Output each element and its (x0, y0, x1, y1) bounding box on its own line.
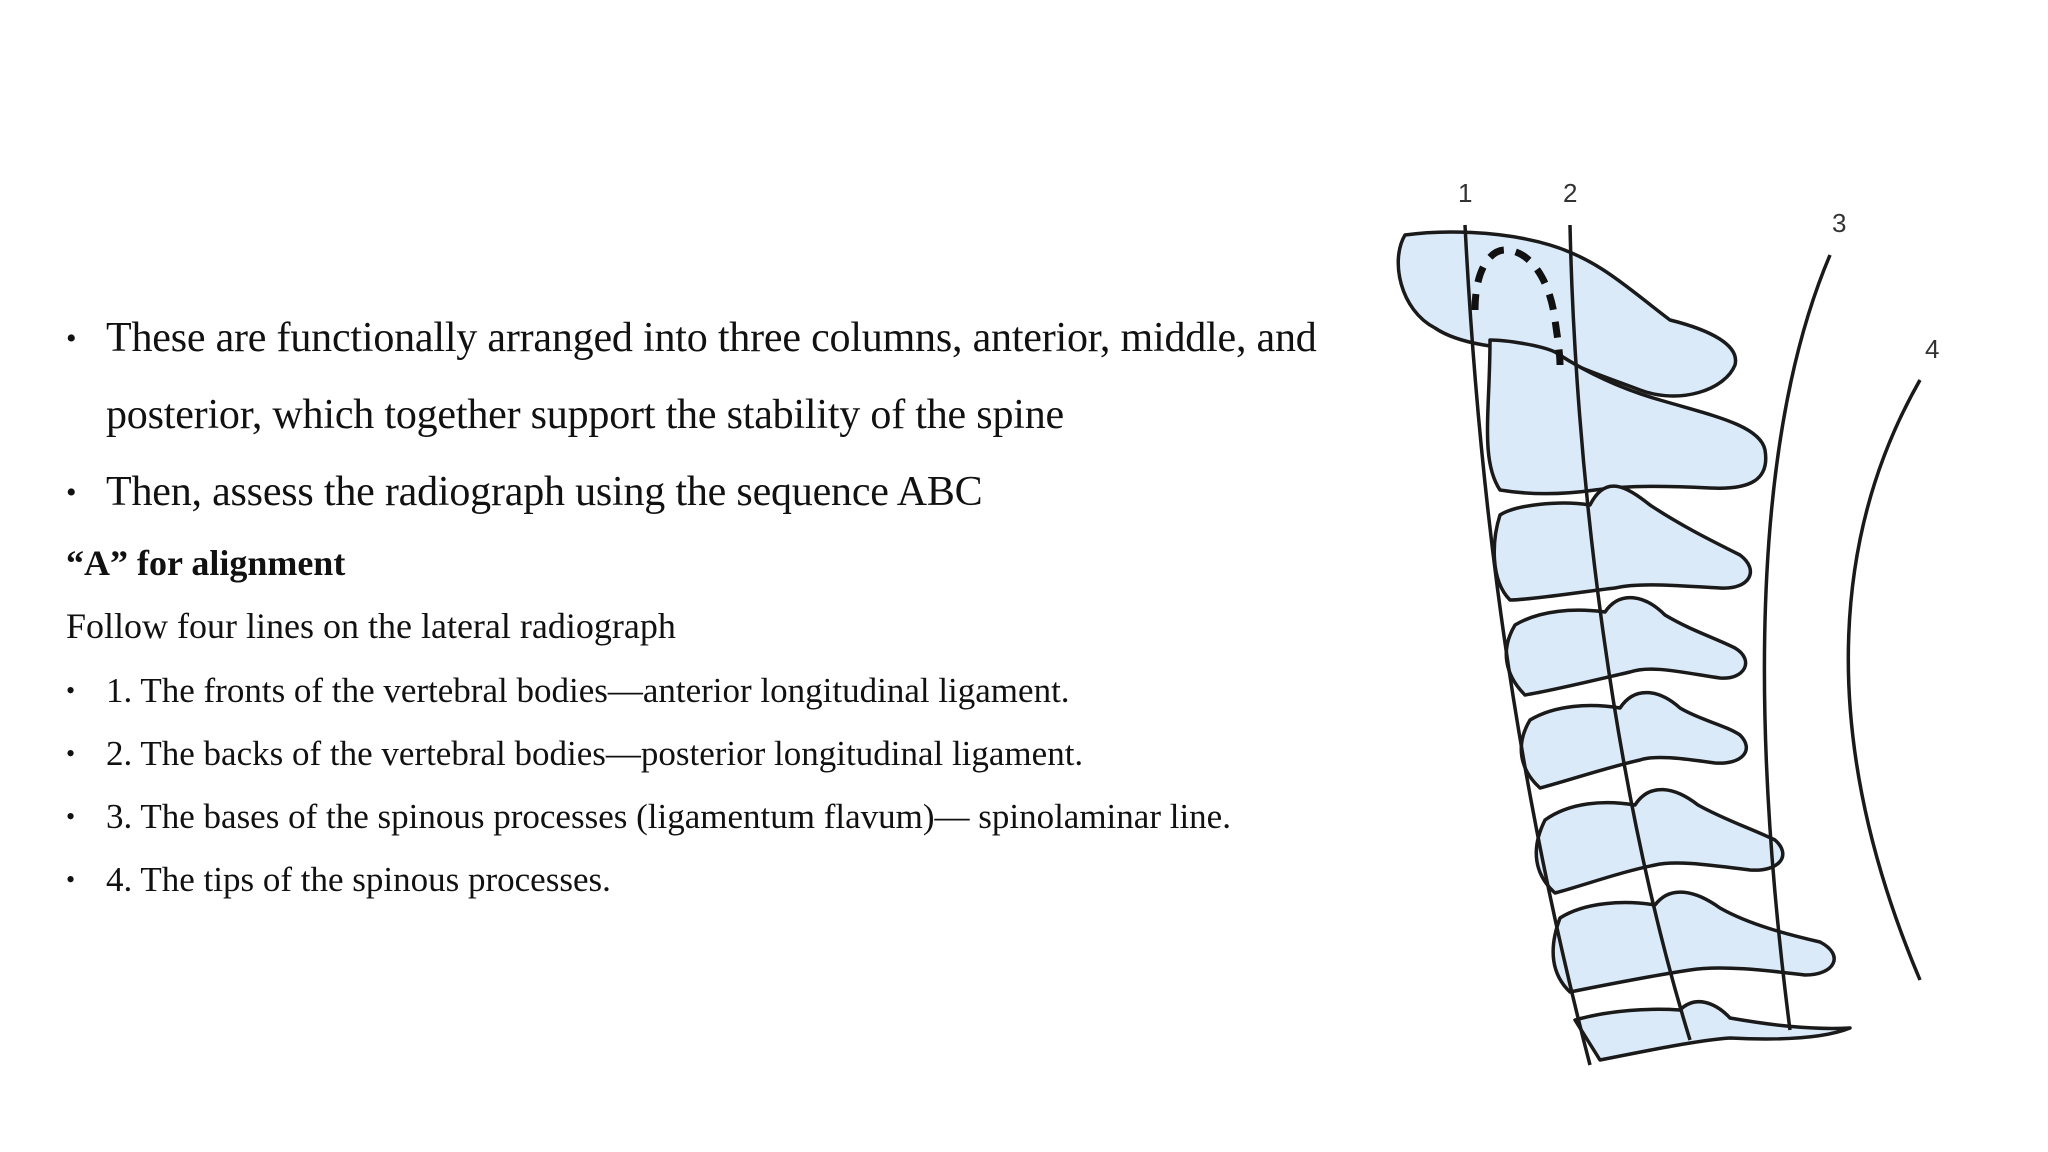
cervical-spine-diagram: 1 2 3 4 (1380, 160, 1980, 1080)
bullet-dot: • (66, 739, 76, 768)
cervical-spine-svg: 1 2 3 4 (1396, 178, 1939, 1066)
line-item-2: • 2. The backs of the vertebral bodies—p… (66, 722, 1386, 785)
line-item-4: • 4. The tips of the spinous processes. (66, 848, 1386, 911)
bullet-dot: • (66, 802, 76, 831)
bullet-dot: • (66, 865, 76, 894)
line-item-3: • 3. The bases of the spinous processes … (66, 785, 1386, 848)
slide-text: • These are functionally arranged into t… (66, 300, 1386, 911)
bullet-abc: • Then, assess the radiograph using the … (66, 454, 1386, 531)
line-item-1: • 1. The fronts of the vertebral bodies—… (66, 659, 1386, 722)
vertebra-c5 (1519, 690, 1748, 790)
line-label-3: 3 (1832, 208, 1846, 238)
bullet-text: These are functionally arranged into thr… (106, 315, 1317, 438)
line-label-4: 4 (1925, 334, 1939, 364)
bullet-dot: • (66, 676, 76, 705)
line-item-text: 4. The tips of the spinous processes. (106, 860, 611, 899)
alignment-line-2 (1568, 224, 1692, 1041)
vertebra-c4 (1504, 595, 1748, 697)
vertebra-c2 (1485, 338, 1768, 496)
line-label-1: 1 (1458, 178, 1472, 208)
bullet-text: Then, assess the radiograph using the se… (106, 469, 983, 515)
line-item-text: 3. The bases of the spinous processes (l… (106, 797, 1231, 836)
alignment-line-1 (1463, 224, 1592, 1066)
alignment-line-4 (1846, 379, 1922, 981)
vertebra-t1 (1573, 1000, 1852, 1062)
vertebra-c6 (1534, 787, 1785, 895)
alignment-line-3 (1762, 254, 1832, 1031)
line-label-2: 2 (1563, 178, 1577, 208)
vertebra-c7 (1551, 890, 1836, 994)
vertebrae-group (1396, 230, 1852, 1062)
bullet-dot: • (66, 476, 77, 509)
instruction-text: Follow four lines on the lateral radiogr… (66, 606, 676, 646)
vertebra-c3 (1492, 484, 1753, 602)
bullet-dot: • (66, 322, 77, 355)
line-item-text: 1. The fronts of the vertebral bodies—an… (106, 671, 1070, 710)
bullet-columns: • These are functionally arranged into t… (66, 300, 1386, 454)
section-heading: “A” for alignment (66, 543, 346, 583)
alignment-lines (1463, 224, 1922, 1066)
line-item-text: 2. The backs of the vertebral bodies—pos… (106, 734, 1084, 773)
